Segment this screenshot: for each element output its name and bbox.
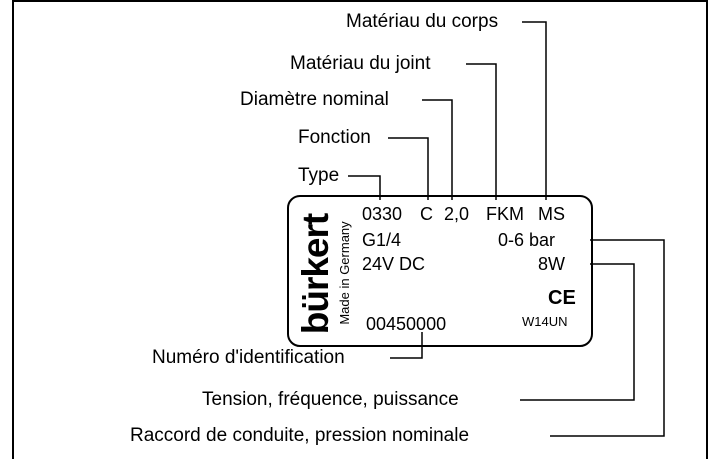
leader-joint — [466, 63, 497, 200]
leader-diametre — [422, 99, 453, 200]
leader-corps — [522, 21, 547, 200]
plate-power: 8W — [538, 254, 565, 274]
ce-mark: CE — [548, 287, 576, 309]
label-materiau-joint: Matériau du joint — [290, 53, 431, 74]
plate-voltage: 24V DC — [362, 254, 426, 274]
label-materiau-corps: Matériau du corps — [346, 11, 499, 32]
label-fonction: Fonction — [298, 127, 371, 148]
leader-type — [348, 175, 381, 200]
plate-type-code: 0330 — [362, 204, 403, 224]
label-tension: Tension, fréquence, puissance — [202, 389, 459, 410]
leader-fonction — [388, 137, 429, 200]
burkert-logo: bürkert — [295, 213, 336, 335]
label-diametre-nominal: Diamètre nominal — [240, 89, 389, 110]
plate-seal-material: FKM — [486, 204, 524, 224]
leader-tension — [520, 263, 635, 401]
plate-ident-number: 00450000 — [366, 314, 447, 334]
leader-raccord — [550, 239, 665, 437]
plate-body-material: MS — [538, 204, 565, 224]
leader-ident — [390, 332, 423, 359]
figure-frame — [12, 0, 708, 459]
plate-connection: G1/4 — [362, 230, 402, 250]
plate-diameter: 2,0 — [444, 204, 470, 224]
label-numero-identification: Numéro d'identification — [152, 347, 345, 368]
plate-code: W14UN — [522, 314, 568, 329]
label-raccord: Raccord de conduite, pression nominale — [130, 425, 470, 446]
plate-pressure: 0-6 bar — [498, 230, 556, 250]
plate-function-code: C — [420, 204, 433, 224]
label-type: Type — [298, 165, 340, 186]
nameplate-outline — [287, 195, 593, 347]
made-in-germany: Made in Germany — [337, 221, 352, 325]
